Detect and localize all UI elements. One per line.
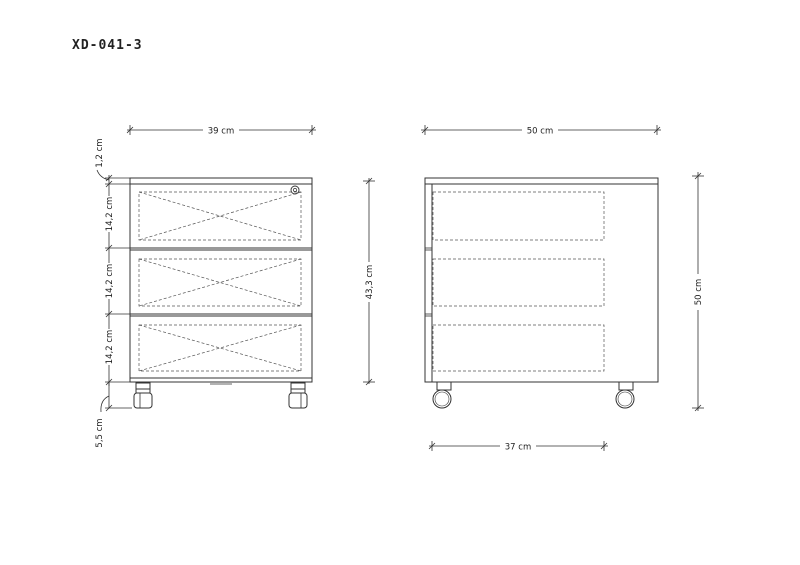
drawer-front-2 xyxy=(129,249,313,315)
drawing-code: XD-041-3 xyxy=(72,38,143,53)
wheelbase-dimension: 37 cm xyxy=(428,440,608,453)
drawer-box-2 xyxy=(138,258,302,307)
front-view: 39 cm 1,2 cm 14,2 cm xyxy=(95,124,375,448)
side-drawer-box-2 xyxy=(432,258,605,307)
drawer-front-1 xyxy=(129,183,313,249)
caster-side-back xyxy=(615,381,635,409)
caster-front-right xyxy=(288,382,308,409)
side-drawer-box-3 xyxy=(432,324,605,372)
side-drawer-box-1 xyxy=(432,191,605,241)
drawer3-height-label: 14,2 cm xyxy=(105,330,115,365)
wheel-height-label: 5,5 cm xyxy=(95,418,105,447)
lock-icon xyxy=(290,185,300,195)
side-view: 50 cm 50 cm 37 cm xyxy=(421,124,704,453)
body-height-dimension: 43,3 cm xyxy=(363,177,375,386)
drawer1-height-label: 14,2 cm xyxy=(105,197,115,232)
drawer-box-1 xyxy=(138,191,302,241)
side-total-height-label: 50 cm xyxy=(694,279,704,305)
drawer2-height-label: 14,2 cm xyxy=(105,264,115,299)
body-height-label: 43,3 cm xyxy=(365,265,375,300)
front-height-chain-dimension: 1,2 cm 14,2 cm 14,2 cm 14,2 cm 5,5 cm xyxy=(95,138,132,448)
front-width-label: 39 cm xyxy=(208,127,234,137)
drawer-front-3 xyxy=(129,315,313,379)
side-top-panel xyxy=(424,177,659,185)
caster-front-left xyxy=(133,382,153,409)
drawer-box-3 xyxy=(138,324,302,372)
front-top-panel xyxy=(129,177,313,185)
side-total-height-dimension: 50 cm xyxy=(692,172,704,412)
front-width-dimension: 39 cm xyxy=(126,124,316,137)
wheelbase-label: 37 cm xyxy=(505,443,531,453)
caster-side-front xyxy=(432,381,452,409)
side-carcass xyxy=(424,183,659,383)
side-depth-dimension: 50 cm xyxy=(421,124,661,137)
top-thickness-label: 1,2 cm xyxy=(95,138,105,167)
side-depth-label: 50 cm xyxy=(527,127,553,137)
